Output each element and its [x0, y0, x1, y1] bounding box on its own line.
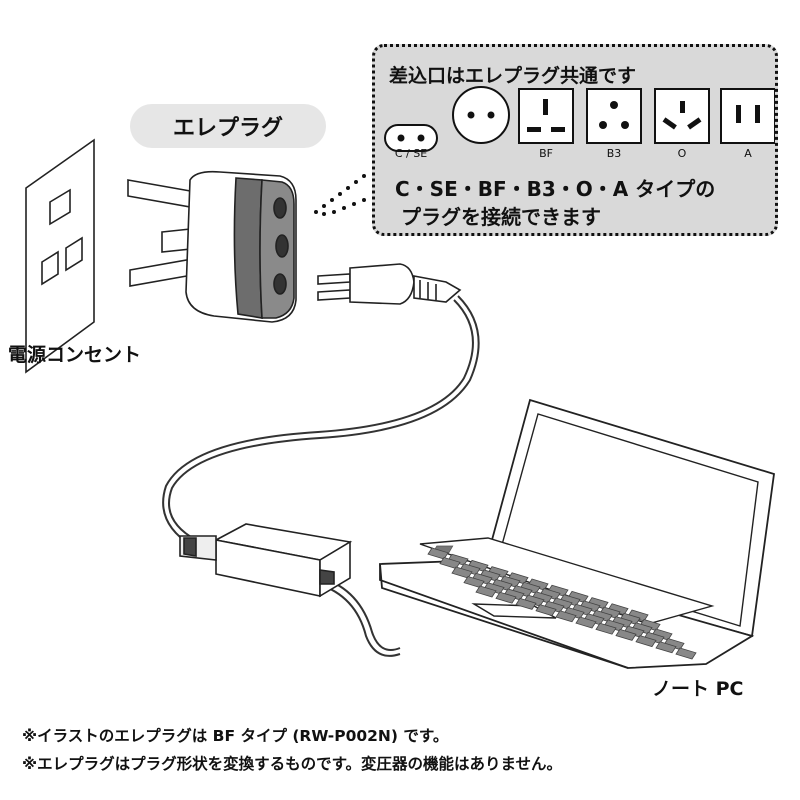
power-cord [162, 295, 480, 657]
callout-description: C・SE・BF・B3・O・A タイプの プラグを接続できます [395, 175, 775, 231]
plug-type-se-round-icon [452, 86, 510, 144]
plug-compatibility-callout: 差込口はエレプラグ共通です [372, 44, 778, 236]
plug-type-b3-icon [586, 88, 642, 144]
plug-type-label: C / SE [394, 147, 428, 160]
keyboard-key [535, 604, 557, 617]
keyboard-key [575, 616, 597, 629]
keyboard-key [555, 610, 577, 623]
adapter-label: エレプラグ [130, 104, 326, 148]
keyboard-key [655, 641, 677, 654]
plug-type-c-se-icon [384, 124, 438, 152]
laptop-label: ノート PC [652, 678, 744, 700]
ac-adapter-brick [179, 523, 353, 598]
plug-type-label: BF [539, 147, 553, 160]
plug-type-label: A [744, 147, 752, 160]
callout-description-line: プラグを接続できます [401, 205, 601, 229]
plug-type-o-icon [654, 88, 710, 144]
wall-outlet [25, 138, 95, 374]
keyboard-key [595, 622, 617, 635]
keyboard-key [495, 591, 517, 604]
laptop-illustration [379, 398, 775, 669]
plug-type-bf-icon [518, 88, 574, 144]
adapter-illustration [127, 170, 297, 323]
wall-plug [317, 263, 462, 305]
footnote: ※エレプラグはプラグ形状を変換するものです。変圧器の機能はありません。 [22, 755, 563, 773]
plug-type-a-icon [720, 88, 775, 144]
keyboard-key [635, 635, 657, 648]
footnote: ※イラストのエレプラグは BF タイプ (RW-P002N) です。 [22, 727, 449, 745]
plug-type-label: B3 [606, 147, 622, 160]
keyboard-keys [427, 547, 697, 660]
keyboard-key [515, 597, 537, 610]
callout-title: 差込口はエレプラグ共通です [389, 65, 637, 87]
callout-pointer [314, 174, 366, 216]
keyboard-key [675, 647, 697, 660]
plug-type-label: O [677, 147, 687, 160]
outlet-label: 電源コンセント [8, 344, 142, 366]
keyboard-key [615, 628, 637, 641]
keyboard-key [475, 585, 497, 598]
footnotes: ※イラストのエレプラグは BF タイプ (RW-P002N) です。 ※エレプラ… [22, 722, 562, 778]
callout-description-line: C・SE・BF・B3・O・A タイプの [395, 177, 716, 201]
plug-type-icons [384, 86, 775, 152]
